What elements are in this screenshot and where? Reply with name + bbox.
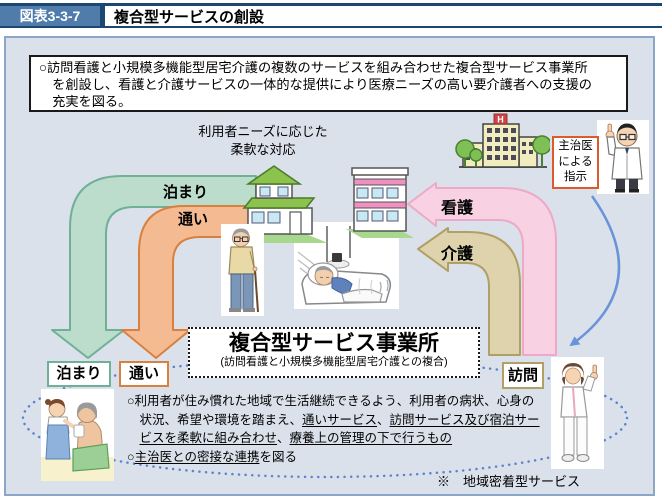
house-icon [240, 165, 328, 243]
care-arrow-label: 介護 [441, 246, 474, 263]
service-notes: ○利用者が住み慣れた地域で生活継続できるよう、利用者の病状、心身の 状況、希望や… [127, 394, 540, 464]
elderly-man-icon [221, 224, 264, 316]
commute-arrow [121, 205, 257, 359]
apartment-icon [346, 167, 414, 238]
doctor-instruction-box: 主治医による指示 [552, 136, 599, 189]
figure-number-badge: 図表3-3-7 [0, 6, 100, 26]
commute-service-box: 通い [119, 361, 169, 387]
header-divider [100, 6, 105, 26]
doctor-icon [597, 120, 649, 194]
stay-service-box: 泊まり [47, 361, 111, 387]
community-service-footnote: ※ 地域密着型サービス [437, 474, 581, 489]
care-arrow [417, 227, 521, 356]
figure-header: 図表3-3-7 複合型サービスの創設 [0, 3, 662, 28]
nursing-arrow [407, 182, 557, 356]
office-subtitle: (訪問看護と小規模多機能型居宅介護との複合) [220, 356, 448, 368]
flexible-response-note: 利用者ニーズに応じた柔軟な対応 [198, 124, 328, 157]
hospital-icon: H [455, 113, 550, 168]
office-title: 複合型サービス事業所 [229, 332, 439, 355]
summary-box: ○訪問看護と小規模多機能型居宅介護の複数のサービスを組み合わせた複合型サービス事… [29, 55, 628, 112]
nursing-arrow-label: 看護 [441, 200, 474, 217]
nurse-icon [551, 357, 604, 469]
stay-arrow-label: 泊まり [163, 184, 209, 201]
svg-text:H: H [497, 115, 504, 125]
stay-arrow [51, 175, 257, 359]
visit-service-box: 訪問 [502, 362, 544, 389]
doctor-instruction-arrow [569, 195, 621, 347]
commute-arrow-label: 通い [178, 211, 209, 228]
bathing-care-icon [41, 389, 114, 481]
figure-title: 複合型サービスの創設 [105, 6, 662, 26]
office-box: 複合型サービス事業所 (訪問看護と小規模多機能型居宅介護との複合) [188, 327, 480, 378]
